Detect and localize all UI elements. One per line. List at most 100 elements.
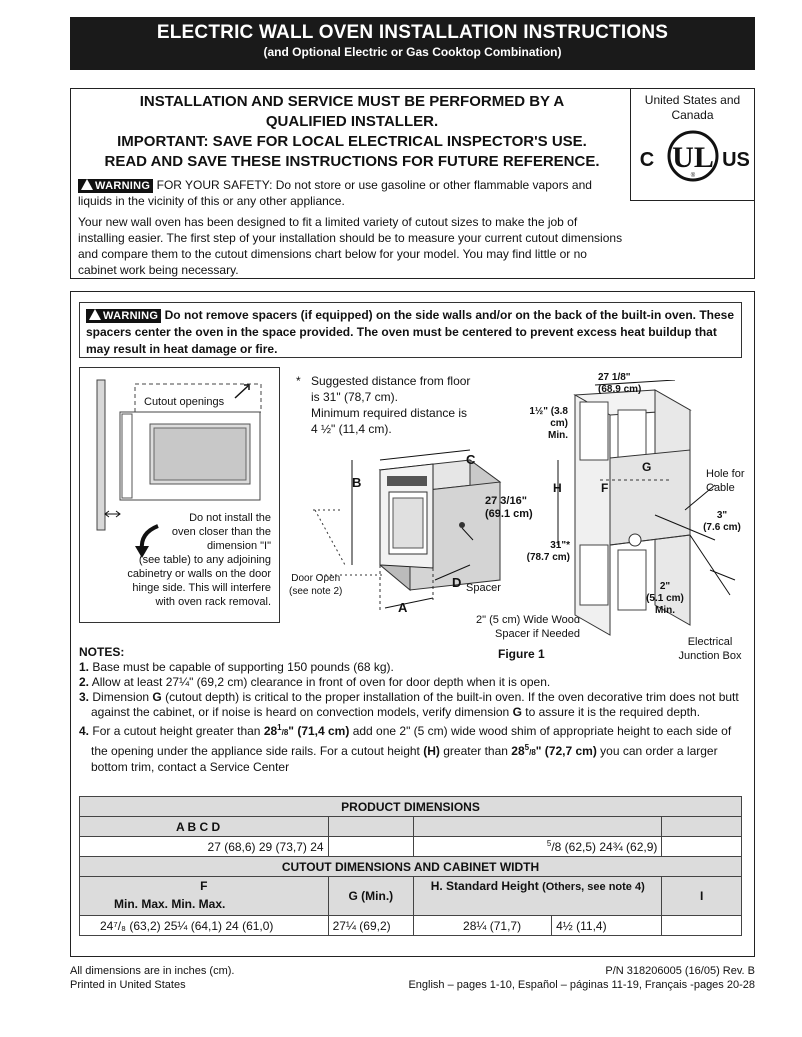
intro-line-2: QUALIFIED INSTALLER. [265,113,439,130]
note-3-num: 3. [79,690,90,704]
cutout-note-4: (see table) to any adjoining [138,554,271,566]
footer-left: All dimensions are in inches (cm). Print… [70,964,234,992]
table-cell [661,816,742,837]
cutout-openings-label: Cutout openings [144,396,225,408]
cutout-figure: Cutout openings Do not install the oven … [79,367,280,623]
cutout-note-1: Do not install the [189,512,271,524]
footer-part-number: P/N 318206005 (16/05) Rev. B [605,965,755,977]
note-3: 3. Dimension G (cutout depth) is critica… [79,690,744,720]
door-open-2: (see note 2) [289,586,343,597]
warning-label: WARNING [95,180,151,192]
door-open-1: Door Open [291,573,341,584]
col-i-header: I [661,876,742,916]
cutout-note-5: cabinetry or walls on the door [127,568,271,580]
note-3-a: Dimension [92,690,153,704]
suggested-4: 4 ½" (11,4 cm). [311,422,392,436]
figure-caption: Figure 1 [498,647,545,661]
oven-drawing [313,449,502,610]
col-f-label: F [200,879,208,893]
note-4-b1: 281/8" (71,4 cm) [264,723,350,738]
oven-height-dim: 27 3/16" (69.1 cm) [485,495,533,521]
intro-heading: INSTALLATION AND SERVICE MUST BE PERFORM… [78,92,626,172]
warning-label-2: WARNING [103,310,159,322]
note-1-num: 1. [79,660,90,674]
dim-label-a: A [398,600,408,615]
note-4-b2-whole: 28 [511,744,525,758]
col-h-note: (Others, see note 4) [542,881,645,893]
suggested-1: Suggested distance from floor [311,374,471,388]
warning-triangle-icon-2 [89,309,101,320]
ul-registered: ® [690,172,695,179]
floor-distance-note: * Suggested distance from floor is 31" (… [296,373,506,437]
floor-height-in: 31"* [550,540,570,551]
note-3-g2: G [512,705,522,719]
two-inch-in: 2" [659,581,671,592]
note-4-h: (H) [423,744,440,758]
spacer-label: Spacer [466,582,501,594]
spacer-warning: WARNING Do not remove spacers (if equipp… [79,302,742,358]
table-row: PRODUCT DIMENSIONS [79,796,742,817]
oven-height-cm: (69.1 cm) [485,508,533,520]
dim-label-h: H [553,481,562,495]
note-4-b2-tail: " (72,7 cm) [535,744,597,758]
product-values-right: 5/8 (62,5) 24¾ (62,9) [413,836,663,857]
cable-hole-label: Hole for Cable [706,467,745,495]
note-4: 4. For a cutout height greater than 281/… [79,720,744,775]
cutout-note-2: oven closer than the [171,526,271,538]
three-inch-dim: 3" (7.6 cm) [702,510,742,534]
document-header: ELECTRIC WALL OVEN INSTALLATION INSTRUCT… [70,17,755,70]
cable-hole-1: Hole for [706,468,745,480]
ul-certification-box: United States and Canada UL ® C US [630,88,755,201]
product-values-right-text: /8 (62,5) 24¾ (62,9) [551,840,658,854]
side-clearance-in: 1½" (3.8 cm) [529,406,568,429]
note-4-a: For a cutout height greater than [92,724,264,738]
note-4-e: you can order a larger bottom trim, cont… [91,744,718,774]
two-inch-cm: (5.1 cm) [646,593,684,604]
cutout-i-value: 4½ (11,4) [551,915,663,936]
wood-spacer-2: Spacer if Needed [495,628,580,640]
cutout-note: Do not install the oven closer than the … [81,511,271,609]
note-4-b1-sup: 1 [277,723,282,732]
product-dimensions-title: PRODUCT DIMENSIONS [79,796,742,817]
note-1: 1. Base must be capable of supporting 15… [79,660,744,675]
ul-region: United States and Canada [644,93,741,122]
ul-c: C [639,149,653,171]
note-3-c: to assure it is the required depth. [521,705,701,719]
floor-height-cm: (78.7 cm) [526,552,570,563]
ul-logo-icon: UL ® C US [639,130,749,182]
footer-languages: English – pages 1-10, Español – páginas … [408,979,755,991]
cutout-note-6: hinge side. This will interfere [132,582,271,594]
cutout-dimensions-title: CUTOUT DIMENSIONS AND CABINET WIDTH [79,856,742,877]
cutout-f-values: 24⁷/₈ (63,2) 25¼ (64,1) 24 (61,0) [79,915,329,936]
col-g-header: G (Min.) [327,876,415,916]
note-3-b: (cutout depth) is critical to the proper… [91,690,739,719]
suggested-2: is 31" (78,7 cm). [311,390,398,404]
table-row: CUTOUT DIMENSIONS AND CABINET WIDTH [79,856,742,877]
cutout-g-value: 27¼ (69,2) [327,915,415,936]
col-h-header: H. Standard Height (Others, see note 4) [413,876,663,916]
document-subtitle: (and Optional Electric or Gas Cooktop Co… [263,45,562,59]
cutout-h-value: 28¼ (71,7) [413,915,553,936]
two-inch-min: Min. [655,605,675,616]
table-cell [327,836,415,857]
note-4-b1-sub: /8 [281,728,289,737]
document-title: ELECTRIC WALL OVEN INSTALLATION INSTRUCT… [156,22,669,43]
col-f-header: F Min. Max. Min. Max. [79,876,329,916]
dim-label-b: B [352,475,362,490]
note-4-b2-sub: /8 [529,748,536,757]
two-inch-dim: 2" (5.1 cm) Min. [645,581,685,617]
ul-us: US [722,149,749,171]
intro-line-4: READ AND SAVE THESE INSTRUCTIONS FOR FUT… [104,153,600,170]
warning-triangle-icon [81,179,93,190]
col-h-label: H. Standard Height [430,879,539,893]
cabinet-width-dim: 27 1/8" (68.9 cm) [598,372,641,396]
oven-height-in: 27 3/16" [485,495,527,507]
cabinet-drawing [557,380,736,636]
junction-1: Electrical [687,636,733,648]
notes-heading: NOTES: [79,645,125,659]
note-2-num: 2. [79,675,90,689]
side-clearance-min: Min. [548,430,568,441]
footer-printed: Printed in United States [70,979,186,991]
junction-2: Junction Box [678,650,742,662]
spacer-warning-text: Do not remove spacers (if equipped) on t… [86,308,735,356]
